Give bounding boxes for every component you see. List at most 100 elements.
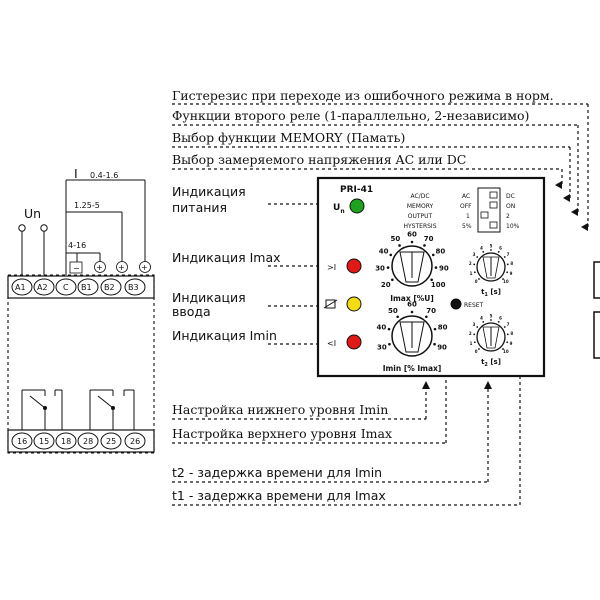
- svg-text:18: 18: [61, 437, 71, 446]
- t2-scale-tick: [497, 320, 500, 323]
- imax-knob-label: Imax [%U]: [390, 294, 434, 303]
- imax-scale-label: 90: [439, 265, 449, 273]
- svg-text:16: 16: [17, 437, 27, 446]
- label-memory-function: Выбор функции MEMORY (Памать): [172, 130, 405, 145]
- imax-scale-label: 30: [375, 265, 385, 273]
- svg-text:OUTPUT: OUTPUT: [408, 213, 433, 220]
- t2-scale-tick: [502, 348, 504, 350]
- t1-scale-tick: [478, 278, 480, 280]
- svg-text:MEMORY: MEMORY: [407, 203, 434, 210]
- device-panel: PRI-41 Un >I <I AC/DC MEMORY OUTPUT HYST…: [316, 176, 546, 378]
- terminal-26: [124, 432, 146, 450]
- t1-scale-tick: [502, 278, 504, 280]
- t1-label: t1 [s]: [481, 288, 501, 298]
- terminal-a2: [33, 278, 55, 296]
- imax-scale-tick: [398, 244, 401, 247]
- reset-label: RESET: [464, 302, 484, 309]
- t1-scale-label: 2: [469, 261, 472, 266]
- t1-scale-label: 6: [499, 246, 502, 251]
- svg-text:+: +: [141, 263, 148, 272]
- dip-switch-acdc[interactable]: [489, 191, 498, 199]
- svg-text:5%: 5%: [462, 223, 472, 230]
- t2-scale-label: 3: [473, 322, 476, 327]
- wiring-diagram: I 0.4-1.6 1.25-5 4-16 Un − + + + A1 A2: [7, 166, 155, 454]
- t1-scale-label: 5: [490, 243, 493, 248]
- t2-label: t2 [s]: [481, 358, 501, 368]
- dip-switch-memory[interactable]: [489, 201, 498, 209]
- imax-scale-tick: [431, 253, 435, 257]
- svg-text:2: 2: [506, 213, 510, 220]
- svg-text:+: +: [118, 263, 125, 272]
- imin-led: [346, 334, 362, 350]
- imin-scale-tick: [433, 342, 436, 346]
- svg-text:+: +: [96, 263, 103, 272]
- label-power-indication-1: Индикация: [172, 184, 246, 199]
- imax-scale-label: 40: [379, 248, 389, 256]
- t2-scale-tick: [478, 348, 480, 350]
- terminals-bottom: 16 15 18 28 25 26: [11, 432, 146, 450]
- reset-button[interactable]: [450, 298, 462, 310]
- imin-scale-tick: [433, 327, 437, 331]
- imin-knob-label: Imin [% Imax]: [383, 364, 442, 373]
- range-0.4-1.6: 0.4-1.6: [90, 171, 118, 180]
- imax-scale-label: 70: [424, 235, 434, 243]
- t1-scale-tick: [490, 249, 492, 251]
- t2-scale-label: 4: [480, 316, 483, 321]
- t2-scale-tick: [490, 319, 492, 321]
- imin-scale-label: 30: [377, 343, 387, 351]
- imin-scale-tick: [425, 315, 428, 319]
- imax-scale-tick: [430, 278, 433, 282]
- imax-scale-tick: [391, 278, 394, 282]
- imax-led: [346, 258, 362, 274]
- label-voltage-select: Выбор замеряемого напряжения AC или DC: [172, 152, 466, 167]
- t1-scale-tick: [473, 271, 476, 274]
- range-1.25-5: 1.25-5: [74, 201, 100, 210]
- t2-scale-label: 7: [507, 322, 510, 327]
- module-outline: [7, 274, 155, 454]
- dip-leader-arrows: [555, 181, 588, 231]
- imax-scale-tick: [434, 266, 438, 269]
- dip-switch-hysteresis[interactable]: [489, 221, 498, 229]
- t2-scale-tick: [473, 333, 476, 336]
- t2-scale-label: 5: [490, 313, 493, 318]
- svg-text:AC/DC: AC/DC: [410, 193, 429, 200]
- imin-scale-label: 90: [437, 343, 447, 351]
- imin-scale-label: 40: [376, 323, 386, 331]
- range-4-16: 4-16: [68, 241, 86, 250]
- t1-scale-tick: [506, 263, 509, 266]
- svg-text:ON: ON: [506, 203, 515, 210]
- imax-scale-tick: [386, 266, 390, 269]
- svg-text:−: −: [73, 264, 80, 273]
- terminal-18: [55, 432, 77, 450]
- svg-text:26: 26: [130, 437, 140, 446]
- dip-leader-lines: [172, 103, 589, 227]
- imax-scale-tick: [410, 240, 414, 244]
- label-imax-indication: Индикация Imax: [172, 250, 281, 265]
- imin-scale-tick: [410, 310, 414, 314]
- t2-scale-tick: [506, 341, 509, 344]
- label-hysteresis: Гистерезис при переходе из ошибочного ре…: [172, 88, 554, 103]
- right-edge-fragment: [593, 261, 600, 359]
- dip-switch-block[interactable]: [477, 187, 501, 233]
- imax-scale-label: 20: [381, 281, 391, 289]
- t2-scale-label: 6: [499, 316, 502, 321]
- imin-scale-tick: [388, 342, 391, 346]
- svg-text:B3: B3: [128, 283, 139, 292]
- imin-scale-label: 70: [426, 307, 436, 315]
- t1-scale-label: 4: [480, 246, 483, 251]
- t2-scale-tick: [476, 326, 479, 328]
- svg-text:B1: B1: [81, 283, 92, 292]
- terminals-top: A1 A2 C B1 B2 B3: [11, 278, 146, 296]
- svg-text:10%: 10%: [506, 223, 520, 230]
- t2-scale-tick: [473, 341, 476, 344]
- label-relay2-function: Функции второго реле (1-параллельно, 2-н…: [172, 108, 529, 123]
- t2-scale-tick: [482, 320, 485, 323]
- dip-switch-output[interactable]: [480, 211, 489, 219]
- t2-scale-label: 8: [510, 331, 513, 336]
- terminal-c: [55, 278, 77, 296]
